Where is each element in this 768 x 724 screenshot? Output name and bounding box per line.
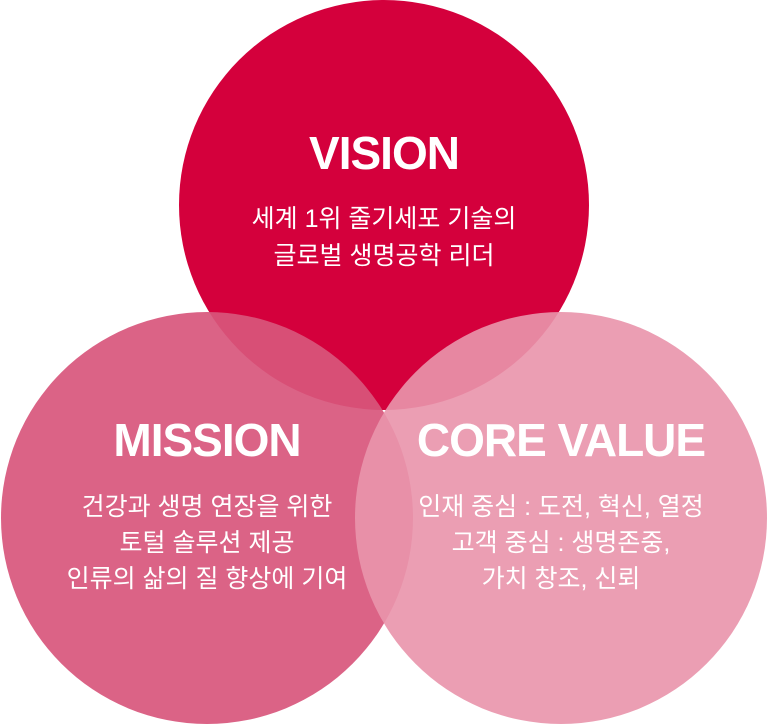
core-value-description-line: 가치 창조, 신뢰 [481, 565, 641, 593]
core-value-description-line: 고객 중심 : 생명존중, [451, 529, 671, 557]
mission-description-line: 토털 솔루션 제공 [119, 529, 295, 557]
vision-title: VISION [309, 127, 460, 179]
vision-description: 세계 1위 줄기세포 기술의 글로벌 생명공학 리더 [179, 201, 589, 275]
mission-description-line: 건강과 생명 연장을 위한 [81, 493, 333, 521]
mission-circle [1, 312, 413, 724]
core-value-description: 인재 중심 : 도전, 혁신, 열정 고객 중심 : 생명존중, 가치 창조, … [356, 489, 766, 597]
mission-title: MISSION [113, 414, 301, 466]
vision-description-line: 세계 1위 줄기세포 기술의 [251, 205, 517, 233]
mission-description-line: 인류의 삶의 질 향상에 기여 [66, 565, 348, 593]
core-value-title: CORE VALUE [416, 414, 706, 466]
vision-description-line: 글로벌 생명공학 리더 [273, 242, 495, 270]
core-value-description-line: 인재 중심 : 도전, 혁신, 열정 [418, 493, 704, 521]
mission-description: 건강과 생명 연장을 위한 토털 솔루션 제공 인류의 삶의 질 향상에 기여 [2, 489, 412, 597]
core-value-circle [355, 312, 767, 724]
